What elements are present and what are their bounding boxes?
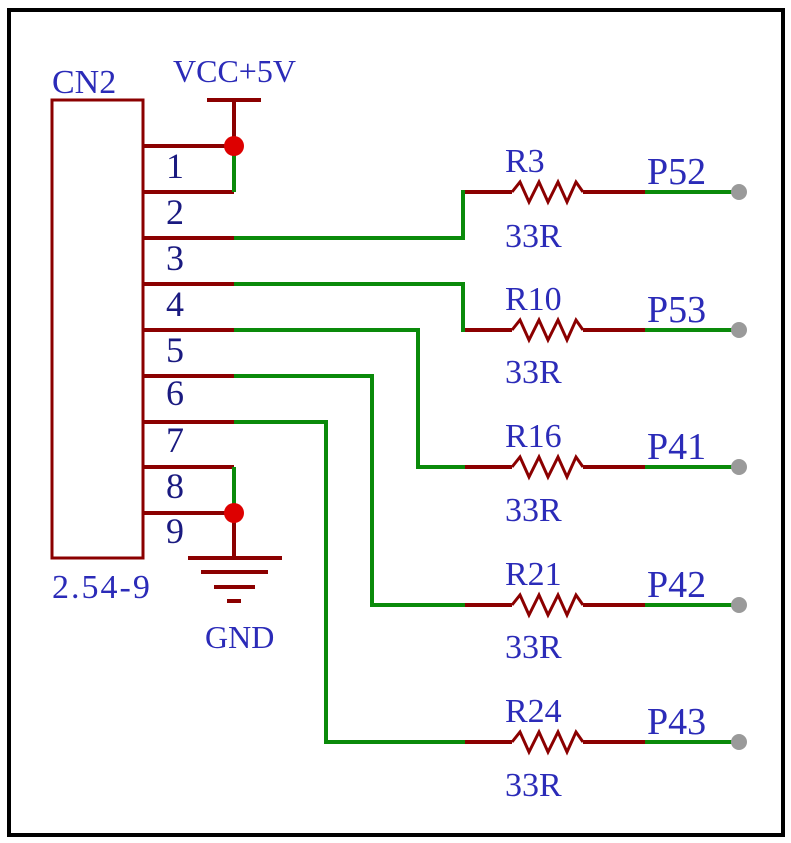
resistor-r3: R3 33R P52 [465,143,747,255]
resistor-designator: R21 [505,556,562,593]
resistor-zigzag [510,728,585,756]
resistor-r10: R10 33R P53 [465,281,747,391]
wire-pin6-r21 [234,374,467,607]
gnd-label: GND [205,619,274,655]
resistor-designator: R24 [505,693,562,730]
net-label: P52 [647,151,706,193]
sheet-border [7,8,785,837]
pin-number: 8 [166,466,184,506]
resistor-value: 33R [505,354,562,391]
connector-pins [143,144,234,515]
net-label: P43 [647,701,706,743]
resistor-value: 33R [505,767,562,804]
connector-footprint: 2.54-9 [52,569,152,606]
net-label: P42 [647,564,706,606]
pin-number: 6 [166,373,184,413]
net-terminal [731,734,747,750]
net-terminal [731,322,747,338]
resistor-zigzag [510,316,585,344]
pin-number: 5 [166,330,184,370]
resistor-designator: R10 [505,281,562,318]
resistor-r24: R24 33R P43 [465,693,747,804]
gnd-junction [224,503,244,523]
resistor-designator: R3 [505,143,545,180]
resistor-value: 33R [505,218,562,255]
net-terminal [731,184,747,200]
net-label: P53 [647,289,706,331]
resistor-value: 33R [505,492,562,529]
pin-number: 7 [166,420,184,460]
resistor-designator: R16 [505,418,562,455]
net-terminal [731,459,747,475]
pin-number: 2 [166,192,184,232]
pin-number: 3 [166,238,184,278]
net-terminal [731,597,747,613]
resistor-zigzag [510,178,585,206]
resistor-value: 33R [505,629,562,666]
wire-pin5-r16 [234,328,467,469]
connector-designator: CN2 [52,64,116,101]
resistor-r21: R21 33R P42 [465,556,747,666]
net-label: P41 [647,426,706,468]
pin-number: 1 [166,146,184,186]
resistor-zigzag [510,453,585,481]
resistor-zigzag [510,591,585,619]
resistor-r16: R16 33R P41 [465,418,747,529]
vcc-junction [224,136,244,156]
pin-number: 4 [166,284,184,324]
wire-pin7-r24 [234,420,467,744]
vcc-label: VCC+5V [173,53,296,89]
pin-number: 9 [166,511,184,551]
pin-numbers: 1 2 3 4 5 6 7 8 9 [166,146,184,551]
